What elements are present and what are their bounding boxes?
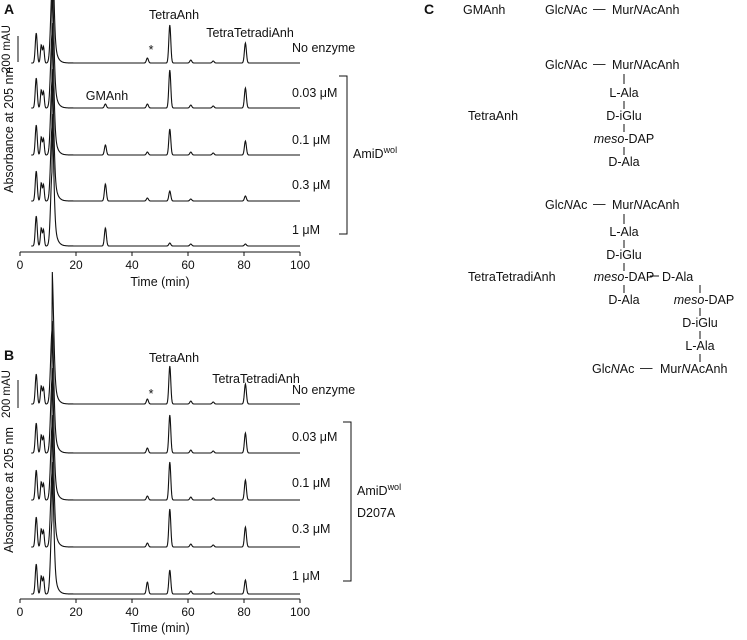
panel-b: B 0 20 40 60 80 100 Time (min) Absorbance at … [1,272,401,635]
series-label-b-4: 1 μM [292,569,320,583]
tetraanh-glcnac: GlcNAc [545,58,587,72]
series-label-b-3: 0.3 μM [292,522,330,536]
ttd-glcnac: GlcNAc [545,198,587,212]
gmanh-murnacanh: MurNAcAnh [612,3,679,17]
trace-b-4 [31,462,300,595]
x-tick-label-80: 80 [237,258,251,272]
panel-a-tetratetradianh-label: TetraTetradiAnh [206,26,294,40]
ttd-branch-d-iglu: D-iGlu [682,316,717,330]
series-label-a-0: No enzyme [292,41,355,55]
panel-a-bracket [339,75,348,235]
panel-b-x-label: Time (min) [130,621,189,635]
trace-a-0 [31,0,300,64]
tetratetradianh-name: TetraTetradiAnh [468,270,556,284]
tetraanh-d-iglu: D-iGlu [606,109,641,123]
trace-a-2 [31,23,300,156]
ttd-murnacanh: MurNAcAnh [612,198,679,212]
gmanh-glcnac: GlcNAc [545,3,587,17]
ttd-bond-1: — [593,197,606,211]
panel-b-x-ticks: 0 20 40 60 80 100 [17,599,310,619]
panel-a-scale-bar-label: 200 mAU [1,25,13,73]
trace-a-1 [31,0,300,109]
panel-b-tetraanh-label: TetraAnh [149,351,199,365]
panel-b-tetratetradianh-label: TetraTetradiAnh [212,372,300,386]
ttd-bond-2: — [640,361,653,375]
panel-a-tetraanh-label: TetraAnh [149,8,199,22]
trace-a-3 [31,69,300,202]
tetraanh-bond: — [593,57,606,71]
ttd-branch-l-ala: L-Ala [685,339,714,353]
trace-b-2 [31,368,300,501]
tetraanh-l-ala: L-Ala [609,86,638,100]
panel-c-letter: C [424,1,434,17]
trace-b-3 [31,415,300,548]
panel-a-gmanh-label: GMAnh [86,89,128,103]
ttd-glcnac-2: GlcNAc [592,362,634,376]
ttd-meso-dap: meso-DAP [594,270,654,284]
panel-b-scale-bar-label: 200 mAU [1,370,13,418]
x-tick-label-20: 20 [69,258,83,272]
panel-a-x-label: Time (min) [130,275,189,289]
panel-b-impurity-star: * [149,387,154,401]
gmanh-bond: — [593,2,606,16]
panel-a-series-labels: No enzyme 0.03 μM 0.1 μM 0.3 μM 1 μM [292,41,355,237]
series-label-a-4: 1 μM [292,223,320,237]
ttd-branch-d-ala: D-Ala [662,270,693,284]
series-label-a-1: 0.03 μM [292,86,337,100]
panel-b-bracket-label: AmiDwol [357,482,401,498]
trace-b-0 [31,272,300,405]
x-tick-label-40: 40 [125,605,139,619]
x-tick-label-0: 0 [17,605,24,619]
x-tick-label-60: 60 [181,258,195,272]
panel-a: A 0 20 40 60 80 100 Time (min) Absorbance at … [1,0,397,289]
series-label-b-0: No enzyme [292,383,355,397]
panel-b-traces [31,272,300,595]
tetraanh-murnacanh: MurNAcAnh [612,58,679,72]
series-label-a-2: 0.1 μM [292,133,330,147]
panel-b-series-labels: No enzyme 0.03 μM 0.1 μM 0.3 μM 1 μM [292,383,355,583]
ttd-murnacanh-2: MurNAcAnh [660,362,727,376]
x-tick-label-80: 80 [237,605,251,619]
series-label-a-3: 0.3 μM [292,178,330,192]
panel-b-bracket [343,421,352,582]
ttd-d-ala: D-Ala [608,293,639,307]
series-label-b-1: 0.03 μM [292,430,337,444]
panel-a-y-label: Absorbance at 205 nm [2,67,16,193]
panel-c: C GMAnh GlcNAc — MurNAcAnh TetraAnh GlcN… [424,1,734,376]
trace-a-4 [31,114,300,247]
ttd-d-iglu: D-iGlu [606,248,641,262]
panel-a-letter: A [4,1,14,17]
trace-b-1 [31,321,300,454]
ttd-l-ala: L-Ala [609,225,638,239]
gmanh-name: GMAnh [463,3,505,17]
tetraanh-d-ala: D-Ala [608,155,639,169]
panel-a-impurity-star: * [149,43,154,57]
x-tick-label-60: 60 [181,605,195,619]
x-tick-label-100: 100 [290,258,310,272]
x-tick-label-20: 20 [69,605,83,619]
panel-b-letter: B [4,347,14,363]
x-tick-label-40: 40 [125,258,139,272]
x-tick-label-100: 100 [290,605,310,619]
series-label-b-2: 0.1 μM [292,476,330,490]
tetraanh-name: TetraAnh [468,109,518,123]
panel-b-y-label: Absorbance at 205 nm [2,427,16,553]
tetraanh-meso-dap: meso-DAP [594,132,654,146]
ttd-branch-meso-dap: meso-DAP [674,293,734,307]
panel-b-bracket-label-line2: D207A [357,506,396,520]
panel-a-traces [31,0,300,247]
x-tick-label-0: 0 [17,258,24,272]
panel-a-x-ticks: 0 20 40 60 80 100 [17,252,310,272]
panel-a-bracket-label: AmiDwol [353,145,397,161]
